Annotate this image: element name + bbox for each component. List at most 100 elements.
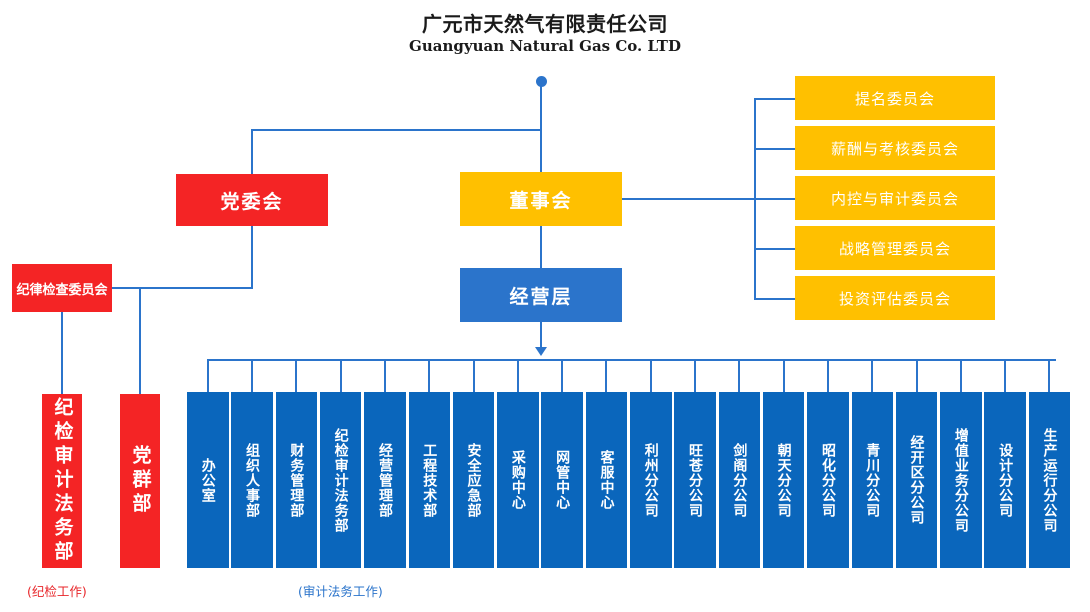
department-drop-line-8 <box>561 359 564 392</box>
connector-board-to-management <box>540 225 542 269</box>
node-committee-4-label: 投资评估委员会 <box>838 289 951 308</box>
connector-root-to-party-committee-v <box>251 129 253 174</box>
node-department-9-label: 客服中心 <box>598 450 615 510</box>
node-committee-1[interactable]: 薪酬与考核委员会 <box>795 126 995 170</box>
node-committee-3[interactable]: 战略管理委员会 <box>795 226 995 270</box>
node-department-7[interactable]: 采购中心 <box>497 392 539 568</box>
connector-discipline-to-audit-dept <box>61 312 63 394</box>
node-department-6-label: 安全应急部 <box>465 442 482 518</box>
department-drop-line-2 <box>295 359 298 392</box>
node-department-3[interactable]: 纪检审计法务部 <box>319 392 362 568</box>
connector-root-to-board <box>540 81 542 173</box>
node-party-committee-label: 党委会 <box>220 190 284 213</box>
department-drop-line-11 <box>694 359 697 392</box>
department-drop-line-4 <box>383 359 386 392</box>
node-department-18[interactable]: 设计分公司 <box>984 392 1026 568</box>
node-department-13[interactable]: 朝天分公司 <box>762 392 805 568</box>
node-department-7-label: 采购中心 <box>509 450 526 510</box>
department-drop-line-14 <box>826 359 829 392</box>
department-drop-line-1 <box>251 359 254 392</box>
department-drop-line-6 <box>472 359 475 392</box>
node-department-19-label: 生产运行分公司 <box>1041 427 1058 533</box>
node-department-4[interactable]: 经营管理部 <box>364 392 406 568</box>
node-department-2-label: 财务管理部 <box>288 442 305 518</box>
node-department-15-label: 青川分公司 <box>864 442 881 518</box>
node-department-17-label: 增值业务分公司 <box>952 427 969 533</box>
chart-title-block: 广元市天然气有限责任公司 Guangyuan Natural Gas Co. L… <box>0 12 1090 57</box>
node-committee-2-label: 内控与审计委员会 <box>830 189 959 208</box>
caption-audit-legal-work: (审计法务工作) <box>298 584 383 599</box>
node-board-of-directors-label: 董事会 <box>509 189 573 212</box>
node-department-9[interactable]: 客服中心 <box>585 392 628 568</box>
node-department-5-label: 工程技术部 <box>421 442 438 518</box>
department-drop-line-5 <box>428 359 431 392</box>
node-department-17[interactable]: 增值业务分公司 <box>940 392 982 568</box>
node-department-10-label: 利州分公司 <box>642 442 659 518</box>
arrow-down-icon <box>535 347 547 356</box>
node-management[interactable]: 经营层 <box>460 268 622 322</box>
node-department-19[interactable]: 生产运行分公司 <box>1028 392 1071 568</box>
node-discipline-audit-legal-dept[interactable]: 纪检审计法务部 <box>42 394 82 568</box>
node-department-0[interactable]: 办公室 <box>187 392 229 568</box>
committee-stub-3 <box>754 248 796 250</box>
node-department-2[interactable]: 财务管理部 <box>275 392 318 568</box>
node-department-0-label: 办公室 <box>199 457 216 503</box>
department-drop-line-0 <box>206 359 209 392</box>
node-department-8-label: 网管中心 <box>554 450 571 510</box>
connector-to-party-mass-dept <box>139 287 141 394</box>
company-name-en: Guangyuan Natural Gas Co. LTD <box>409 37 681 55</box>
node-party-committee[interactable]: 党委会 <box>176 174 328 226</box>
node-committee-3-label: 战略管理委员会 <box>838 239 951 258</box>
committee-stub-0 <box>754 98 796 100</box>
connector-board-to-committee-trunk <box>622 198 756 200</box>
node-department-11-label: 旺苍分公司 <box>687 442 704 518</box>
node-committee-0[interactable]: 提名委员会 <box>795 76 995 120</box>
node-department-1[interactable]: 组织人事部 <box>231 392 273 568</box>
node-department-18-label: 设计分公司 <box>997 442 1014 518</box>
node-management-label: 经营层 <box>509 285 573 308</box>
department-drop-line-19 <box>1048 359 1051 392</box>
connector-root-to-party-committee-h <box>251 129 541 131</box>
node-committee-0-label: 提名委员会 <box>854 89 935 108</box>
node-party-mass-dept-label: 党群部 <box>129 445 152 517</box>
node-board-of-directors[interactable]: 董事会 <box>460 172 622 226</box>
connector-management-to-bus <box>540 321 542 351</box>
node-department-11[interactable]: 旺苍分公司 <box>674 392 716 568</box>
committee-stub-4 <box>754 298 796 300</box>
node-discipline-committee[interactable]: 纪律检查委员会 <box>12 264 112 312</box>
department-drop-line-10 <box>649 359 652 392</box>
node-department-6[interactable]: 安全应急部 <box>452 392 495 568</box>
department-drop-line-13 <box>782 359 785 392</box>
node-party-mass-dept[interactable]: 党群部 <box>120 394 160 568</box>
node-department-10[interactable]: 利州分公司 <box>630 392 672 568</box>
department-drop-line-12 <box>738 359 741 392</box>
department-drop-line-3 <box>339 359 342 392</box>
node-department-3-label: 纪检审计法务部 <box>332 427 349 533</box>
node-committee-1-label: 薪酬与考核委员会 <box>830 139 959 158</box>
node-department-5[interactable]: 工程技术部 <box>408 392 450 568</box>
committee-stub-2 <box>754 198 796 200</box>
department-drop-line-17 <box>959 359 962 392</box>
node-committee-4[interactable]: 投资评估委员会 <box>795 276 995 320</box>
department-bus-line <box>208 359 1056 361</box>
node-department-12[interactable]: 剑阁分公司 <box>718 392 761 568</box>
node-department-8[interactable]: 网管中心 <box>541 392 583 568</box>
node-department-14-label: 昭化分公司 <box>819 442 836 518</box>
department-drop-line-16 <box>915 359 918 392</box>
company-name-cn: 广元市天然气有限责任公司 <box>422 12 668 36</box>
department-drop-line-18 <box>1004 359 1007 392</box>
node-department-14[interactable]: 昭化分公司 <box>807 392 849 568</box>
department-drop-line-15 <box>871 359 874 392</box>
node-department-4-label: 经营管理部 <box>376 442 393 518</box>
node-department-12-label: 剑阁分公司 <box>731 442 748 518</box>
caption-discipline-work: (纪检工作) <box>27 584 87 599</box>
node-department-15[interactable]: 青川分公司 <box>851 392 893 568</box>
node-discipline-audit-legal-dept-label: 纪检审计法务部 <box>51 397 74 565</box>
connector-party-committee-to-discipline <box>110 287 253 289</box>
node-department-16-label: 经开区分公司 <box>908 435 925 525</box>
node-department-13-label: 朝天分公司 <box>775 442 792 518</box>
node-discipline-committee-label: 纪律检查委员会 <box>16 282 108 298</box>
connector-party-committee-down <box>251 225 253 288</box>
node-committee-2[interactable]: 内控与审计委员会 <box>795 176 995 220</box>
node-department-16[interactable]: 经开区分公司 <box>895 392 938 568</box>
